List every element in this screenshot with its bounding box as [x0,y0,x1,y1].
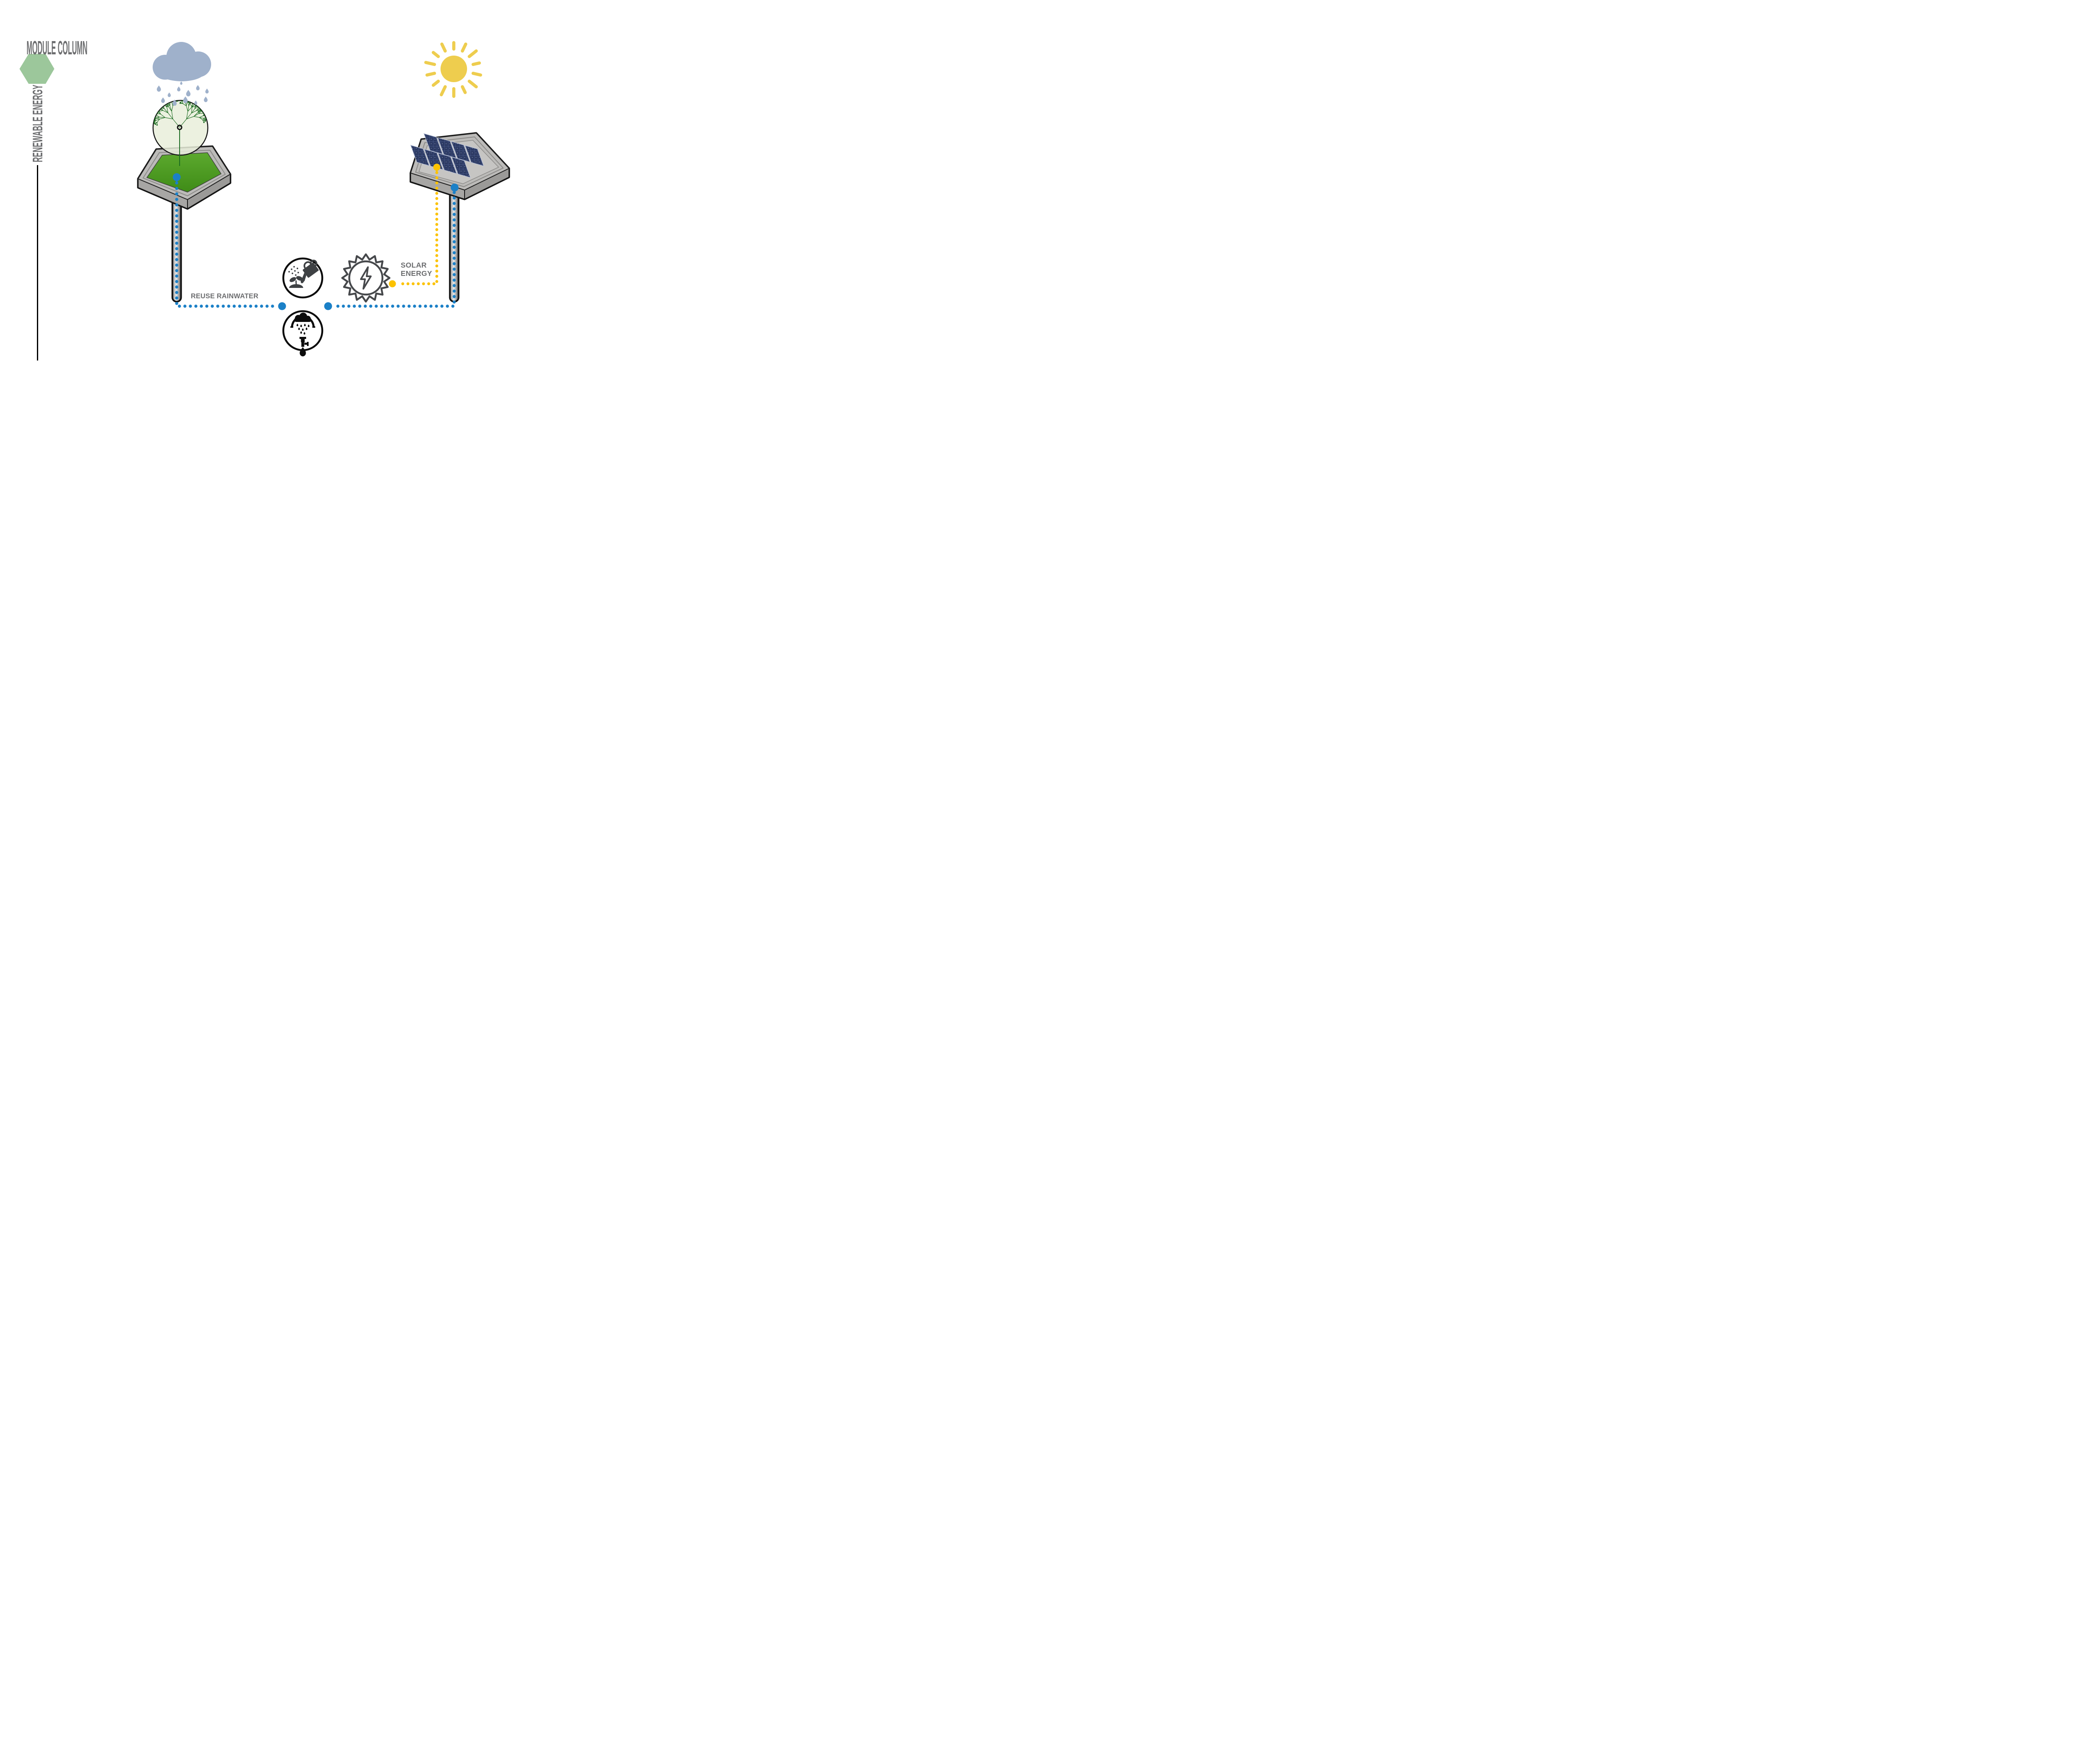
raindrop-icon [161,97,165,103]
rainwater-flow-line-right [332,191,456,308]
sun-icon [424,41,482,98]
raindrop-icon [204,96,208,102]
watering-plant-icon [288,259,319,288]
sun-rays [424,41,482,98]
raindrop-icon [168,92,171,97]
raindrop-icon [183,96,188,103]
water-droplets [288,266,299,276]
tree-root-ring [177,124,183,130]
page-title: MODULE COLUMN [27,37,88,58]
sprout [289,276,303,288]
solar-flow-line [397,171,438,285]
raindrop-icon [157,85,161,92]
category-label: RENEWABLE ENERGY [30,85,45,162]
rain-cloud-icon [153,42,211,81]
solar-panel-icon [438,153,457,174]
solar-energy-label: SOLAR ENERGY [401,261,432,278]
solar-junction-dots [389,163,441,288]
raindrop-icon [177,86,180,92]
diagram-canvas: MODULE COLUMN 03 RENEWABLE ENERGY REUSE … [0,0,641,361]
flows [175,171,456,308]
solar-energy-line2: ENERGY [401,269,432,278]
solar-roof-module [409,41,510,302]
grass-platform [137,145,231,210]
rainwater-junction-dots [173,173,459,310]
module-number-hexagon [19,54,54,84]
solar-energy-line1: SOLAR [401,261,427,269]
process-icons [282,253,391,356]
solar-power-icon [341,253,391,303]
reuse-rainwater-label: REUSE RAINWATER [191,292,258,300]
raindrop-icon [186,90,191,97]
solar-panel-icon [451,156,471,178]
module-number-badge: 03 [0,0,35,30]
solar-panel-icon [410,145,430,166]
raindrop-icon [205,88,209,94]
raindrop-icon [194,100,197,105]
raindrop-icon [196,85,200,90]
solar-panel-icon [451,141,470,163]
module-number: 03 [10,5,24,24]
rainwater-collection-icon [290,312,315,356]
vertical-divider-line [37,165,38,361]
raindrop-icon [180,81,183,85]
green-roof-module [137,42,231,302]
grass-surface [146,152,222,192]
solar-panel-icon [465,145,484,167]
lightning-bolt-icon [360,266,372,290]
